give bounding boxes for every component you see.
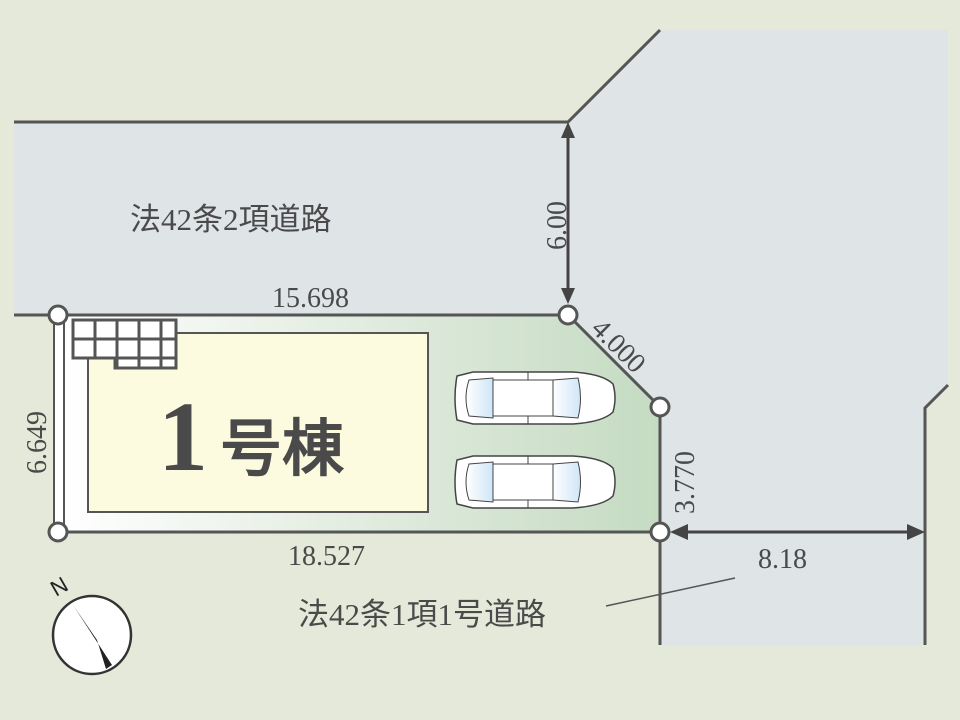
parking-car-2 bbox=[454, 455, 616, 509]
west-wall bbox=[53, 314, 65, 533]
north-road-width: 6.00 bbox=[542, 201, 573, 250]
north-edge-length: 15.698 bbox=[272, 283, 349, 314]
leader-line bbox=[605, 577, 736, 607]
east-edge-length: 3.770 bbox=[670, 451, 701, 514]
lot-corner-markers bbox=[47, 304, 671, 543]
parking-car-1 bbox=[454, 371, 616, 425]
balcony-grid bbox=[71, 318, 178, 370]
east-road-label: 法42条1項1号道路 bbox=[298, 597, 546, 632]
north-arrow-icon bbox=[73, 605, 112, 669]
road-area bbox=[14, 30, 948, 645]
compass: N bbox=[46, 572, 133, 676]
building-number: 1 bbox=[158, 381, 208, 492]
road-boundary-north bbox=[14, 28, 662, 124]
building-suffix: 号棟 bbox=[220, 416, 345, 484]
road-boundary-east bbox=[923, 383, 950, 645]
south-edge-length: 18.527 bbox=[288, 541, 365, 572]
dimension-north-road bbox=[561, 122, 575, 304]
north-road-label: 法42条2項道路 bbox=[130, 202, 332, 237]
compass-north-label: N bbox=[46, 572, 72, 602]
compass-ring bbox=[51, 594, 133, 676]
east-road-width: 8.18 bbox=[758, 544, 807, 575]
west-edge-length: 6.649 bbox=[22, 411, 53, 474]
dimension-east-road bbox=[670, 524, 925, 540]
